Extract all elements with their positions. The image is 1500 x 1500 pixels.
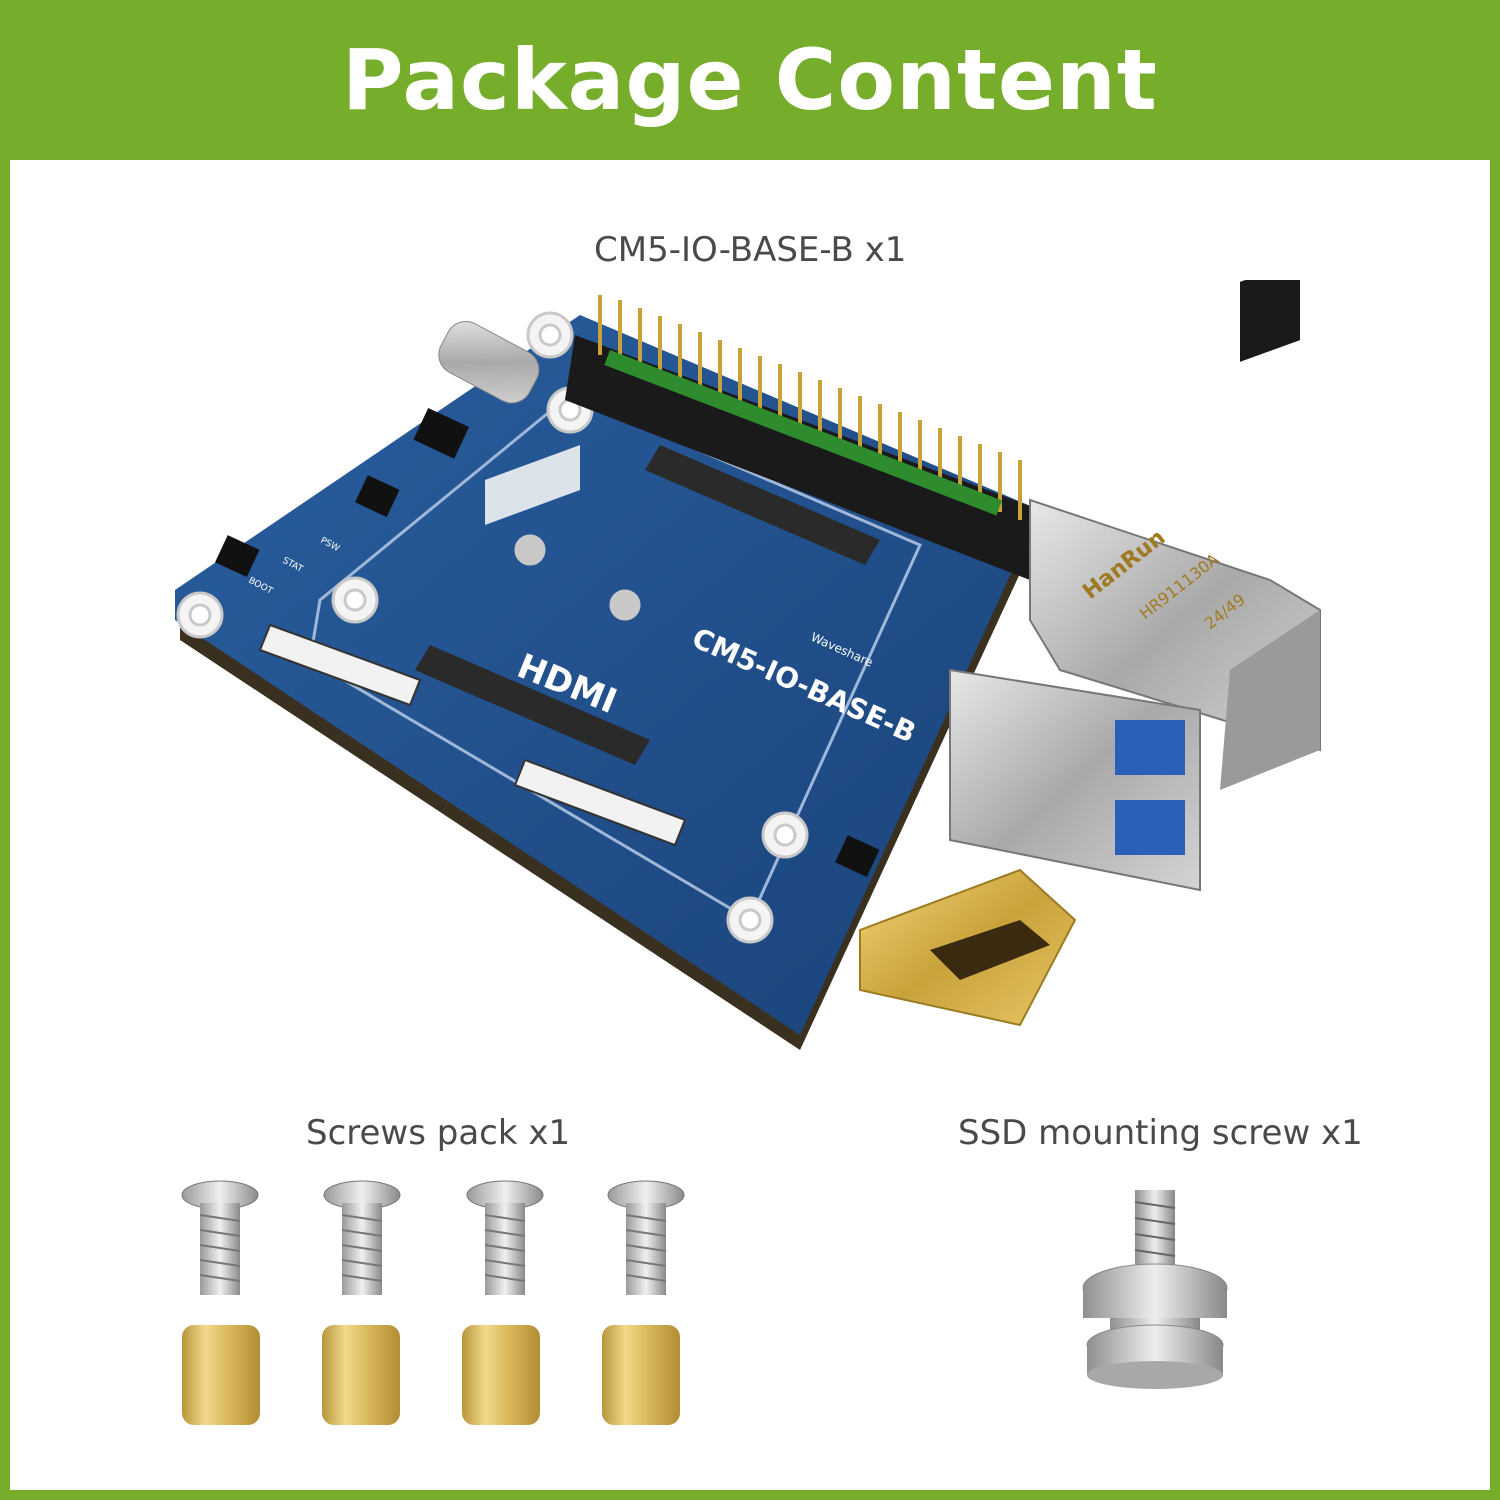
board-image: HDMI CM5-IO-BASE-B Waveshare BOOT STAT P… [175, 280, 1321, 1050]
cm5-connector-bottom [415, 645, 650, 765]
screw-2 [323, 1180, 401, 1295]
standoff-3 [462, 1325, 540, 1425]
screws-pack-label: Screws pack x1 [306, 1113, 571, 1153]
ssd-screw-label: SSD mounting screw x1 [958, 1113, 1363, 1153]
screw-1 [181, 1180, 259, 1295]
header-banner: Package Content [0, 0, 1500, 160]
screw-4 [607, 1180, 685, 1295]
hdmi-port [859, 868, 1077, 1027]
board-label: CM5-IO-BASE-B x1 [594, 230, 907, 270]
ssd-screw-image [1082, 1190, 1228, 1389]
standoff-2 [322, 1325, 400, 1425]
mounting-holes [176, 311, 809, 944]
standoff-1 [182, 1325, 260, 1425]
fpc-connector-right [513, 758, 687, 847]
usb-a-ports [949, 668, 1201, 892]
rj45-port: HanRun HR911130A 24/49 [1029, 280, 1321, 790]
screws-pack-image [181, 1180, 685, 1425]
usb-c-port [438, 321, 540, 404]
fpc-connector-left [258, 623, 422, 707]
gpio-header [565, 295, 1040, 580]
screw-3 [466, 1180, 544, 1295]
cm5-connector-top [645, 445, 880, 565]
page-title: Package Content [342, 31, 1158, 129]
standoff-4 [602, 1325, 680, 1425]
